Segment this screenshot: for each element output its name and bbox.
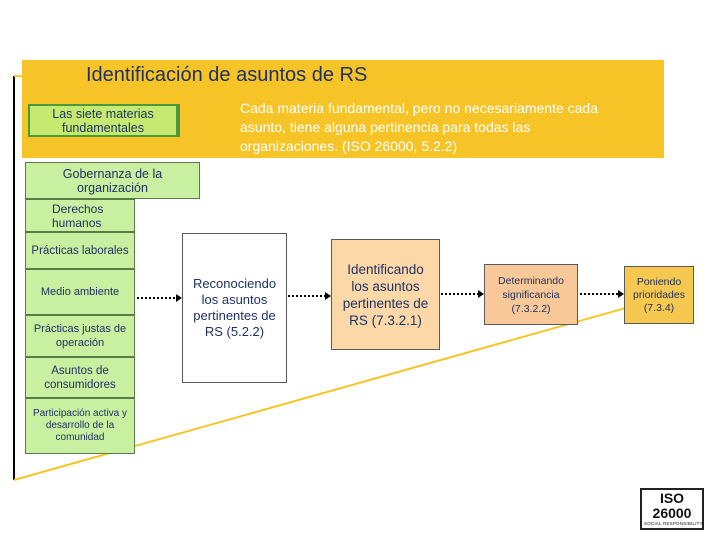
subject-community: Participación activa y desarrollo de la … — [25, 398, 135, 454]
arrow-heads — [176, 290, 624, 302]
note-text: Cada materia fundamental, pero no necesa… — [234, 96, 638, 158]
step-priorities: Poniendo prioridades (7.3.4) — [624, 266, 694, 324]
step-significance: Determinando significancia (7.3.2.2) — [484, 264, 578, 325]
iso-logo-sub: SOCIAL RESPONSIBILITY — [644, 521, 703, 526]
flow-arrows — [137, 293, 618, 299]
iso-logo-frame: ISO 26000 SOCIAL RESPONSIBILITY — [640, 488, 704, 530]
arrow-head-1 — [176, 294, 182, 302]
arrow-head-2 — [325, 292, 331, 300]
arrow-head-4 — [618, 290, 624, 298]
step-identifying: Identificando los asuntos pertinentes de… — [331, 239, 440, 350]
slide-title: Identificación de asuntos de RS — [86, 64, 368, 86]
subject-consumers: Asuntos de consumidores — [25, 357, 135, 398]
subject-fair-operating: Prácticas justas de operación — [25, 315, 135, 357]
subject-environment: Medio ambiente — [25, 269, 135, 315]
iso-logo: ISO 26000 SOCIAL RESPONSIBILITY — [640, 488, 704, 530]
subjects-header: Las siete materias fundamentales — [28, 104, 180, 137]
subject-governance: Gobernanza de la organización — [25, 162, 200, 199]
subject-labour-practices: Prácticas laborales — [25, 232, 135, 269]
step-recognizing: Reconociendo los asuntos pertinentes de … — [182, 233, 287, 383]
subject-human-rights: Derechos humanos — [25, 199, 135, 232]
arrow-head-3 — [478, 290, 484, 298]
iso-logo-main: ISO 26000 — [652, 490, 692, 521]
